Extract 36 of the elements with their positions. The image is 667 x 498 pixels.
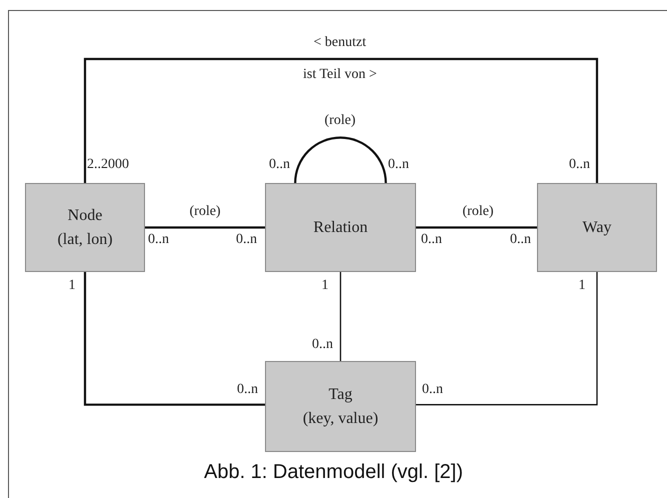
entity-attributes: (key, value) xyxy=(302,408,378,428)
entity-name: Tag xyxy=(328,384,352,404)
multiplicity-label: 0..n xyxy=(421,232,442,248)
multiplicity-label: 0..n xyxy=(510,232,531,248)
entity-attributes: (lat, lon) xyxy=(57,230,113,250)
edge-label: (role) xyxy=(188,204,223,220)
entity-name: Way xyxy=(582,218,612,238)
edge-label: (role) xyxy=(460,204,496,220)
connector-line xyxy=(84,272,265,406)
entity-box xyxy=(537,183,657,272)
multiplicity-label: 0..n xyxy=(422,382,443,398)
multiplicity-label: 0..n xyxy=(148,232,169,248)
relation-label: ist Teil von > xyxy=(303,67,377,83)
entity-box xyxy=(25,183,145,272)
connector-line xyxy=(294,136,387,184)
entity-name: Relation xyxy=(313,218,368,238)
multiplicity-label: 0..n xyxy=(312,337,333,353)
connector-line xyxy=(340,272,342,361)
entity-box xyxy=(265,183,416,272)
multiplicity-label: 0..n xyxy=(236,232,257,248)
multiplicity-label: 0..n xyxy=(569,157,590,173)
multiplicity-label: 0..n xyxy=(237,382,258,398)
multiplicity-label: 1 xyxy=(578,278,586,294)
connector-line xyxy=(145,226,265,229)
multiplicity-label: 1 xyxy=(68,278,76,294)
multiplicity-label: 0..n xyxy=(269,157,290,173)
connector-line xyxy=(416,226,537,229)
multiplicity-label: 2..2000 xyxy=(87,157,129,173)
entity-name: Node xyxy=(68,206,102,226)
edge-label: (role) xyxy=(322,113,358,129)
entity-box xyxy=(265,361,416,452)
multiplicity-label: 1 xyxy=(322,278,328,294)
connector-line xyxy=(416,272,598,406)
connector-line xyxy=(84,58,598,183)
figure-caption: Abb. 1: Datenmodell (vgl. [2]) xyxy=(202,461,464,484)
multiplicity-label: 0..n xyxy=(388,157,409,173)
